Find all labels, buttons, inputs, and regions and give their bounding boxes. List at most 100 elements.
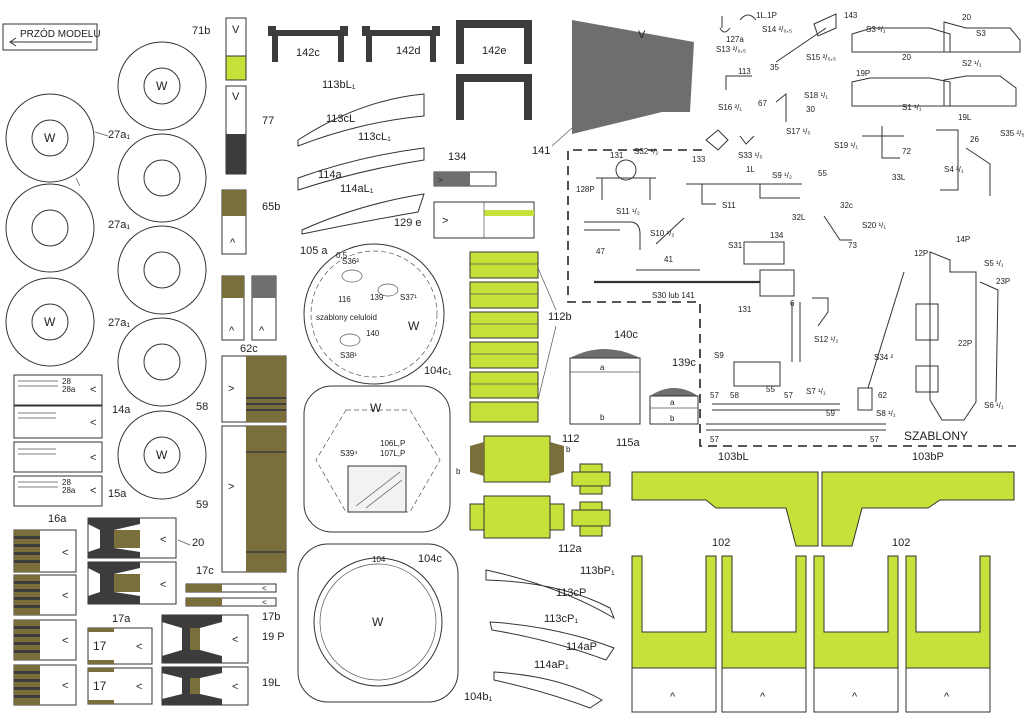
parts-112-115a: 112 b b 112a 115a xyxy=(456,433,641,555)
arrow-left-icon xyxy=(9,37,92,47)
svg-text:55: 55 xyxy=(766,385,775,394)
svg-text:30: 30 xyxy=(806,105,815,114)
svg-text:V: V xyxy=(232,91,240,103)
svg-text:128P: 128P xyxy=(576,185,595,194)
parts-134-129e-141: 134 > > 129 e V 141 xyxy=(394,20,694,239)
svg-text:35: 35 xyxy=(770,63,779,72)
svg-text:28: 28 xyxy=(62,377,71,386)
svg-text:S9 ¹/₂: S9 ¹/₂ xyxy=(772,171,792,180)
svg-text:^: ^ xyxy=(229,325,235,337)
svg-text:23P: 23P xyxy=(996,277,1010,286)
svg-text:22P: 22P xyxy=(958,339,972,348)
svg-text:W: W xyxy=(372,615,384,629)
curved-strips-right: 113bP₁ 113cP 113cP₁ 114aP 114aP₁ xyxy=(485,565,616,709)
svg-text:59: 59 xyxy=(196,499,208,511)
svg-text:105 a: 105 a xyxy=(300,245,328,257)
part-label-27a1: 27a₁ xyxy=(108,219,130,231)
svg-text:33L: 33L xyxy=(892,173,906,182)
svg-text:106L,P: 106L,P xyxy=(380,439,405,448)
svg-text:<: < xyxy=(62,547,68,559)
svg-text:67: 67 xyxy=(758,99,767,108)
svg-text:b: b xyxy=(600,413,605,422)
svg-text:116: 116 xyxy=(338,295,351,304)
svg-text:b: b xyxy=(670,414,675,423)
svg-text:19L: 19L xyxy=(958,113,972,122)
svg-text:32c: 32c xyxy=(840,201,853,210)
svg-text:141: 141 xyxy=(532,145,550,157)
svg-text:28a: 28a xyxy=(62,385,76,394)
svg-text:134: 134 xyxy=(448,151,466,163)
svg-text:104c₁: 104c₁ xyxy=(424,365,452,377)
parts-142: 142c 142d 142e xyxy=(268,20,532,120)
svg-text:104b₁: 104b₁ xyxy=(464,691,492,703)
svg-text:41: 41 xyxy=(664,255,673,264)
svg-text:16a: 16a xyxy=(48,513,67,525)
svg-text:143: 143 xyxy=(844,11,858,20)
svg-text:b: b xyxy=(566,445,571,454)
part-label-27a1: 27a₁ xyxy=(108,129,130,141)
svg-text:17: 17 xyxy=(93,679,107,693)
svg-text:113: 113 xyxy=(738,67,751,76)
svg-text:102: 102 xyxy=(892,537,910,549)
svg-text:113bP₁: 113bP₁ xyxy=(580,565,615,577)
svg-text:142e: 142e xyxy=(482,45,506,57)
part-label-14a: 14a xyxy=(112,404,131,416)
parts-column-71b-59: 71b V V 77 ^ 65b ^ ^ 62c > 58 > 59 xyxy=(192,17,287,573)
svg-text:<: < xyxy=(90,384,96,396)
svg-text:28: 28 xyxy=(62,478,71,487)
svg-text:17b: 17b xyxy=(262,611,280,623)
svg-text:S9: S9 xyxy=(714,351,724,360)
svg-text:58: 58 xyxy=(196,401,208,413)
parts-140c-139c: 140c a b 139c a b xyxy=(569,329,699,425)
svg-text:S5 ¹/₁: S5 ¹/₁ xyxy=(984,259,1004,268)
svg-text:szablony celuloid: szablony celuloid xyxy=(316,313,377,322)
svg-text:114aL₁: 114aL₁ xyxy=(340,183,374,195)
svg-text:104c: 104c xyxy=(418,553,442,565)
wheel-mark: W xyxy=(44,131,56,145)
svg-text:65b: 65b xyxy=(262,201,280,213)
svg-text:57: 57 xyxy=(784,391,793,400)
wheel-mark: W xyxy=(44,315,56,329)
svg-text:19L: 19L xyxy=(262,677,280,689)
svg-text:S7 ¹/₁: S7 ¹/₁ xyxy=(806,387,826,396)
parts-112b: 112b xyxy=(469,251,572,423)
svg-text:114a: 114a xyxy=(318,169,343,181)
svg-text:14P: 14P xyxy=(956,235,970,244)
parts-102: 102 102 ^ ^ ^ ^ xyxy=(631,537,991,713)
svg-text:19 P: 19 P xyxy=(262,631,285,643)
svg-text:S38¹: S38¹ xyxy=(340,351,357,360)
svg-text:1L,1P: 1L,1P xyxy=(756,11,777,20)
svg-text:6: 6 xyxy=(790,299,795,308)
svg-text:S35 ²/₅: S35 ²/₅ xyxy=(1000,129,1024,138)
svg-text:<: < xyxy=(232,681,238,693)
svg-text:<: < xyxy=(136,681,142,693)
svg-text:SZABLONY: SZABLONY xyxy=(904,429,968,443)
svg-text:107L,P: 107L,P xyxy=(380,449,405,458)
svg-text:103bP: 103bP xyxy=(912,451,944,463)
part-label-27a1: 27a₁ xyxy=(108,317,130,329)
svg-text:<: < xyxy=(62,635,68,647)
svg-text:20: 20 xyxy=(902,53,911,62)
svg-text:142c: 142c xyxy=(296,47,320,59)
svg-text:<: < xyxy=(62,590,68,602)
svg-text:113cP: 113cP xyxy=(556,587,586,599)
svg-text:S36²: S36² xyxy=(342,257,359,266)
svg-text:26: 26 xyxy=(970,135,979,144)
svg-text:71b: 71b xyxy=(192,25,210,37)
svg-text:17a: 17a xyxy=(112,613,131,625)
svg-text:S30 lub 141: S30 lub 141 xyxy=(652,291,695,300)
svg-text:113bL₁: 113bL₁ xyxy=(322,79,356,91)
svg-text:131: 131 xyxy=(610,151,624,160)
svg-text:S32 ¹/₂: S32 ¹/₂ xyxy=(634,147,658,156)
svg-text:S8 ¹/₁: S8 ¹/₁ xyxy=(876,409,896,418)
svg-text:S2 ¹/₁: S2 ¹/₁ xyxy=(962,59,982,68)
svg-text:S33 ¹/₅: S33 ¹/₅ xyxy=(738,151,763,160)
svg-text:104: 104 xyxy=(372,555,386,564)
svg-text:S14 ²/₀,₅: S14 ²/₀,₅ xyxy=(762,25,792,34)
svg-text:a: a xyxy=(670,398,675,407)
svg-text:<: < xyxy=(262,598,267,607)
svg-text:<: < xyxy=(90,485,96,497)
svg-text:59: 59 xyxy=(826,409,835,418)
svg-text:134: 134 xyxy=(770,231,784,240)
svg-text:S19 ¹/₁: S19 ¹/₁ xyxy=(834,141,858,150)
